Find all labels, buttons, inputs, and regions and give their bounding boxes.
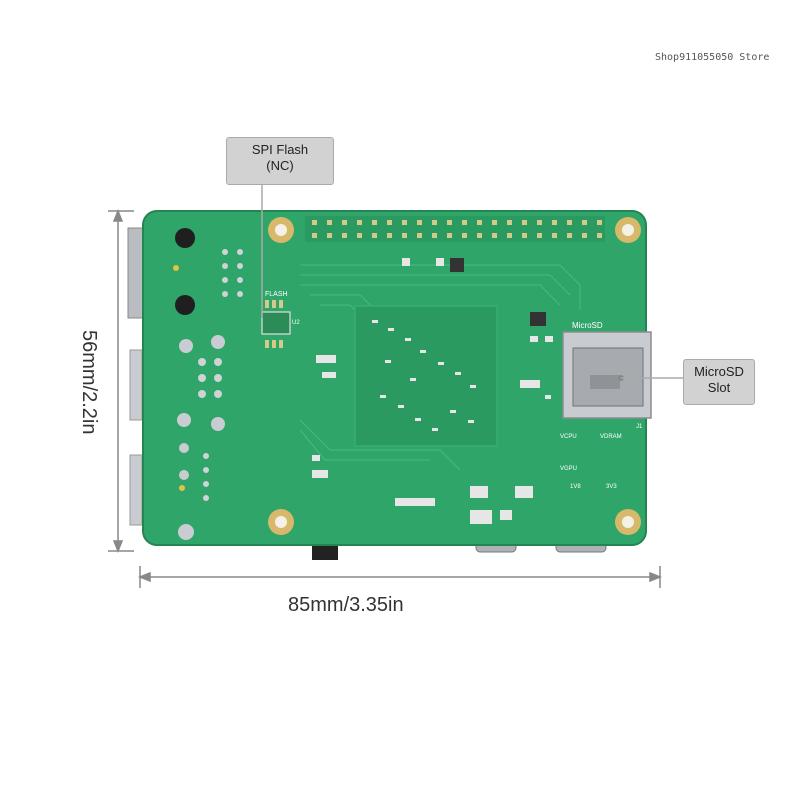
soc-area	[354, 305, 498, 447]
silk-flash: FLASH	[265, 291, 288, 298]
width-dimension-label: 85mm/3.35in	[288, 594, 404, 616]
soc-components	[372, 320, 476, 431]
misc-components	[312, 258, 553, 524]
microsd-slot	[562, 331, 652, 419]
silk-u2: U2	[292, 320, 300, 326]
microsd-callout: MicroSD Slot	[683, 359, 755, 405]
silk-vcpu: VCPU	[560, 434, 577, 440]
height-dimension-label: 56mm/2.2in	[78, 330, 100, 435]
spi-flash-callout-note: (NC)	[266, 158, 294, 173]
width-dimension-line	[137, 566, 663, 588]
store-watermark: Shop911055050 Store	[655, 52, 770, 63]
microsd-leader-line	[618, 375, 684, 381]
spi-flash-callout-title: SPI Flash	[251, 142, 309, 157]
silk-j1: J1	[636, 424, 643, 430]
silk-3v3: 3V3	[606, 484, 617, 490]
left-connectors	[127, 227, 145, 526]
height-dimension-line	[108, 208, 134, 554]
silk-microsd: MicroSD	[572, 321, 603, 330]
silk-1v8: 1V8	[570, 484, 581, 490]
silk-vdram: VDRAM	[600, 434, 622, 440]
gpio-header	[305, 216, 605, 242]
silk-vgpu: VGPU	[560, 466, 577, 472]
microsd-callout-note: Slot	[707, 380, 731, 395]
spi-flash-chip	[261, 300, 291, 348]
left-components	[173, 228, 243, 540]
microsd-callout-title: MicroSD	[694, 364, 744, 379]
mounting-holes	[268, 217, 641, 535]
spi-flash-callout: SPI Flash (NC)	[226, 137, 334, 185]
pcb-traces	[299, 264, 581, 471]
